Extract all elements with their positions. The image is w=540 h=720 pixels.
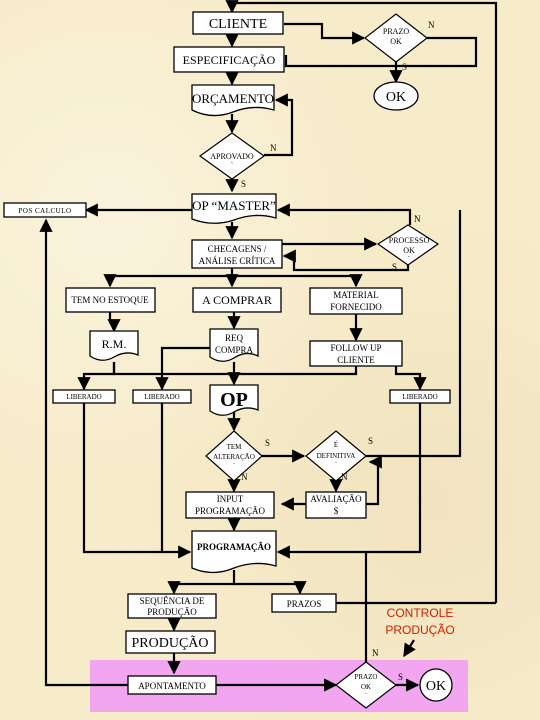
programacao-document — [191, 530, 277, 574]
sequencia-box — [127, 593, 217, 619]
rm-document — [89, 330, 139, 361]
prazo-ok-decision-top — [364, 13, 428, 63]
liberado-right-label: LIBERADO — [402, 393, 437, 401]
prazos-box — [271, 593, 337, 613]
a-comprar-box — [192, 287, 282, 313]
tem-alteracao-line1: TEM — [227, 443, 243, 451]
processo-ok-tick: ` — [408, 255, 411, 264]
e-definitiva-tick: ` — [335, 461, 337, 469]
liberado-left-box — [52, 389, 116, 404]
op-label: OP — [220, 389, 248, 411]
op-master-document — [191, 193, 277, 224]
op-document — [209, 384, 259, 416]
cliente-box — [192, 11, 284, 35]
processo-ok-decision — [376, 224, 440, 266]
aprovado-n-label: N — [270, 143, 277, 153]
req-compra-document — [209, 328, 259, 362]
prazo-ok-top-n-label: N — [428, 20, 435, 30]
ok-top-label: OK — [386, 90, 406, 105]
processo-ok-line1: PROCESSO — [389, 236, 430, 245]
ok-terminal-bottom — [419, 668, 453, 702]
e-definitiva-line2: DEFINITIVA — [317, 452, 356, 460]
req-compra-line2: COMPRA — [215, 345, 254, 355]
checagens-box — [191, 239, 283, 269]
liberado-mid-box — [132, 389, 192, 404]
checagens-line2: ANÁLISE CRÍTICA — [199, 256, 276, 266]
tem-alteracao-decision — [205, 430, 263, 482]
prazo-ok-top-line1: PRAZO — [383, 27, 409, 36]
material-fornecido-line1: MATERIAL — [333, 290, 379, 300]
connectors — [39, 0, 498, 692]
processo-ok-n-label: N — [414, 214, 421, 224]
orcamento-document — [191, 84, 275, 117]
prazo-ok-bottom-n-label: N — [372, 648, 379, 658]
producao-box — [125, 630, 216, 654]
checagens-line1: CHECAGENS / — [208, 244, 267, 254]
especificacao-label: ESPECIFICAÇÃO — [183, 53, 276, 67]
material-fornecido-box — [309, 287, 403, 315]
prazo-ok-bottom-line2: OK — [361, 683, 371, 691]
follow-up-box — [309, 340, 403, 367]
pos-calculo-label: POS CALCULO — [18, 207, 71, 215]
aprovado-tick: ` — [231, 161, 234, 170]
ok-terminal-top — [373, 81, 419, 111]
input-programacao-line1: INPUT — [217, 494, 244, 504]
liberado-left-label: LIBERADO — [66, 393, 101, 401]
ok-bottom-label: OK — [426, 679, 446, 694]
cliente-label: CLIENTE — [209, 17, 267, 32]
input-programacao-box — [185, 491, 275, 519]
controle-producao-line1: CONTROLE — [387, 606, 454, 620]
tem-no-estoque-label: TEM NO ESTOQUE — [71, 295, 149, 305]
aprovado-label: APROVADO — [210, 152, 254, 161]
prazo-ok-top-s-label: S — [402, 62, 407, 72]
producao-label: PRODUÇÃO — [131, 635, 208, 651]
sequencia-line2: PRODUÇÃO — [147, 607, 197, 617]
tem-alteracao-tick: ` — [233, 462, 235, 470]
input-programacao-line2: PROGRAMAÇÃO — [195, 506, 266, 516]
tem-no-estoque-box — [65, 287, 156, 313]
rm-label: R.M. — [102, 337, 127, 351]
liberado-right-box — [389, 389, 451, 404]
tem-alteracao-line2: ALTERAÇÃO — [213, 453, 255, 461]
pos-calculo-box — [3, 202, 87, 218]
e-definitiva-s-label: S — [368, 436, 373, 446]
programacao-label: PROGRAMAÇÃO — [197, 542, 271, 552]
prazo-ok-decision-bottom — [335, 661, 397, 709]
follow-up-line2: CLIENTE — [337, 355, 375, 365]
req-compra-line1: REQ — [225, 333, 244, 343]
prazo-ok-bottom-line1: PRAZO — [355, 673, 378, 681]
e-definitiva-line1: É — [334, 441, 338, 449]
prazos-label: PRAZOS — [287, 599, 322, 609]
e-definitiva-decision — [305, 430, 367, 482]
liberado-mid-label: LIBERADO — [144, 393, 179, 401]
a-comprar-label: A COMPRAR — [202, 293, 272, 307]
avaliacao-line1: AVALIAÇÃO — [310, 494, 362, 504]
processo-ok-line2: OK — [403, 246, 415, 255]
prazo-ok-top-line2: OK — [390, 37, 402, 46]
aprovado-s-label: S — [241, 179, 246, 189]
prazo-ok-bottom-tick: ` — [365, 692, 367, 700]
aprovado-decision — [198, 132, 266, 180]
apontamento-box — [127, 675, 217, 695]
tem-alteracao-n-label: N — [241, 472, 248, 482]
especificacao-box — [173, 46, 285, 73]
orcamento-label: ORÇAMENTO — [192, 91, 274, 106]
prazo-ok-bottom-s-label: S — [398, 672, 403, 682]
follow-up-line1: FOLLOW UP — [330, 343, 381, 353]
apontamento-label: APONTAMENTO — [138, 681, 206, 691]
tem-alteracao-s-label: S — [265, 438, 270, 448]
e-definitiva-n-label: N — [341, 472, 348, 482]
material-fornecido-line2: FORNECIDO — [330, 302, 382, 312]
processo-ok-s-label: S — [392, 262, 397, 272]
sequencia-line1: SEQUÊNCIA DE — [140, 596, 205, 606]
controle-producao-line2: PRODUÇÃO — [385, 623, 454, 637]
op-master-label: OP “MASTER” — [192, 198, 276, 213]
avaliacao-line2: $ — [334, 506, 339, 516]
avaliacao-box — [305, 491, 367, 519]
